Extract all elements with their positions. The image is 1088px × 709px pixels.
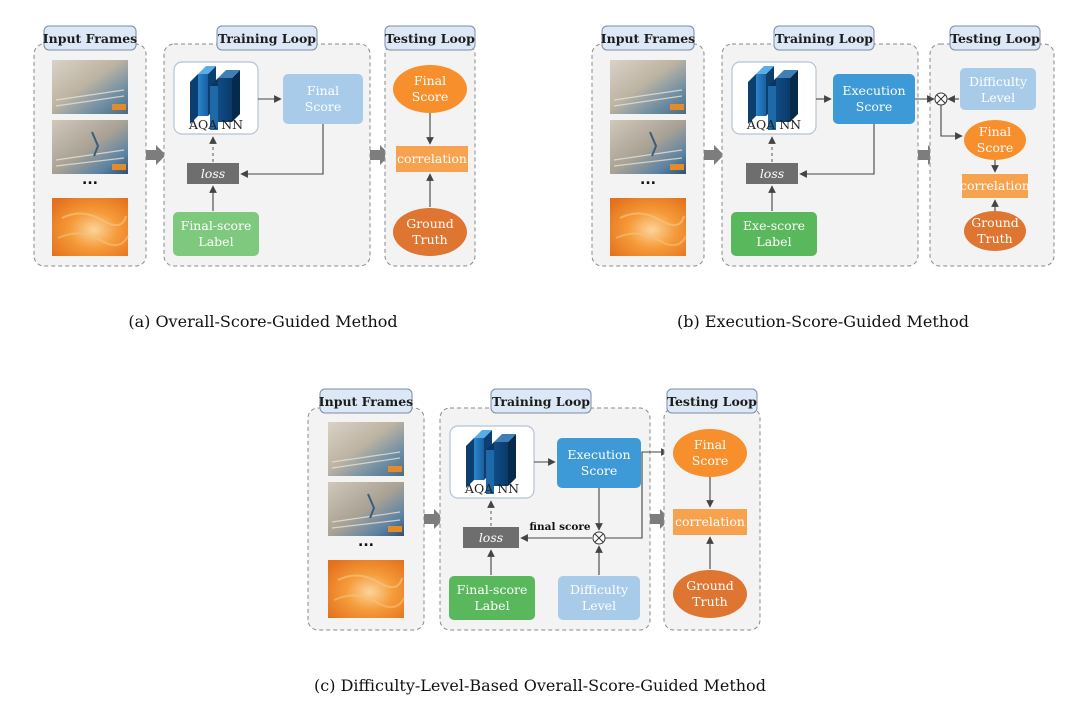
test-final-score <box>673 429 747 477</box>
testing-loop-header <box>949 25 1041 51</box>
aqa-nn-label: AQA NN <box>464 481 519 496</box>
input-frames-header <box>43 25 137 51</box>
multiply-cross <box>594 533 604 543</box>
difficulty-line2: Level <box>582 598 616 613</box>
input-frames-title: Input Frames <box>601 31 695 46</box>
testing-loop-title: Testing Loop <box>950 31 1040 46</box>
caption-b: (b) Execution-Score-Guided Method <box>677 312 969 331</box>
ellipsis: ... <box>640 172 656 188</box>
test-final-score <box>393 65 467 113</box>
label-line1: Final-score <box>457 582 528 597</box>
difficulty-level-box <box>558 576 640 620</box>
input-frames-header <box>319 388 413 414</box>
testing-loop-title: Testing Loop <box>385 31 475 46</box>
input-frames-images <box>327 421 405 619</box>
loss-label: loss <box>479 530 503 545</box>
training-loop-title: Training Loop <box>775 31 873 46</box>
test-final-score <box>964 120 1026 160</box>
testing-loop-header <box>666 388 758 414</box>
ground-truth-line2: Truth <box>977 231 1012 246</box>
test-final-line2: Score <box>412 89 448 104</box>
input-frames-images <box>609 59 687 257</box>
edge-score-to-loss <box>799 124 875 178</box>
label-box <box>173 212 259 256</box>
loss-box <box>746 163 798 184</box>
training-loop-title: Training Loop <box>492 394 590 409</box>
final-score-line1: Final <box>307 83 339 98</box>
exec-score-line2: Score <box>581 463 617 478</box>
training-loop-header <box>490 388 592 414</box>
edge-multiply-to-final <box>940 105 963 140</box>
training-loop-header <box>773 25 875 51</box>
input-frames-header <box>601 25 695 51</box>
difficulty-line1: Difficulty <box>570 582 629 597</box>
multiply-cross <box>936 94 946 104</box>
exec-score-line1: Execution <box>842 83 905 98</box>
correlation-label: correlation <box>960 178 1030 193</box>
exec-score-line1: Execution <box>567 447 630 462</box>
ground-truth <box>393 208 467 256</box>
loss-label: loss <box>760 166 784 181</box>
input-frames-title: Input Frames <box>319 394 413 409</box>
label-line1: Exe-score <box>743 218 805 233</box>
test-final-line2: Score <box>692 453 728 468</box>
difficulty-line1: Difficulty <box>969 74 1028 89</box>
exec-score-line2: Score <box>856 99 892 114</box>
correlation-box <box>396 146 468 172</box>
final-score-line2: Score <box>305 99 341 114</box>
label-line1: Final-score <box>181 218 252 233</box>
aqa-nn-label: AQA NN <box>746 117 801 132</box>
label-line2: Label <box>198 234 233 249</box>
test-final-line2: Score <box>977 140 1013 155</box>
training-loop-header <box>216 25 318 51</box>
ground-truth-line2: Truth <box>412 232 447 247</box>
ground-truth-line1: Ground <box>971 215 1019 230</box>
ellipsis: ... <box>358 534 374 550</box>
label-line2: Label <box>474 598 509 613</box>
ground-truth-line2: Truth <box>692 594 727 609</box>
aqa-nn-label: AQA NN <box>188 117 243 132</box>
loss-label: loss <box>201 166 225 181</box>
final-score-box <box>283 74 363 124</box>
execution-score-box <box>833 74 915 124</box>
ground-truth-line1: Ground <box>686 578 734 593</box>
label-box <box>449 576 535 620</box>
test-final-line1: Final <box>414 73 446 88</box>
difficulty-level-box <box>960 68 1036 110</box>
panel-a: Input Frames ... Training Loop AQA NN Fi… <box>33 25 476 331</box>
execution-score-box <box>557 438 641 488</box>
ground-truth-line1: Ground <box>406 216 454 231</box>
big-right-arrow-icon <box>704 145 724 165</box>
correlation-label: correlation <box>397 151 467 166</box>
panel-c: Input Frames ... Training Loop AQA NN Ex… <box>307 388 766 695</box>
testing-loop-title: Testing Loop <box>667 394 757 409</box>
ground-truth <box>964 211 1026 251</box>
input-frames-title: Input Frames <box>43 31 137 46</box>
loss-box <box>187 163 239 184</box>
final-score-edge-label: final score <box>529 521 591 533</box>
label-line2: Label <box>756 234 791 249</box>
correlation-label: correlation <box>675 514 745 529</box>
difficulty-line2: Level <box>981 90 1015 105</box>
input-frames-images <box>51 59 129 257</box>
test-final-line1: Final <box>979 124 1011 139</box>
caption-a: (a) Overall-Score-Guided Method <box>128 312 397 331</box>
training-loop-title: Training Loop <box>218 31 316 46</box>
loss-box <box>463 527 519 548</box>
testing-loop-header <box>384 25 476 51</box>
ellipsis: ... <box>82 172 98 188</box>
test-final-line1: Final <box>694 437 726 452</box>
big-right-arrow-icon <box>146 145 166 165</box>
caption-c: (c) Difficulty-Level-Based Overall-Score… <box>314 676 766 695</box>
edge-score-to-loss <box>240 124 324 178</box>
correlation-box <box>673 509 747 535</box>
correlation-box <box>962 174 1028 198</box>
label-box <box>731 212 817 256</box>
panel-b: Input Frames ... Training Loop AQA NN Ex… <box>591 25 1055 331</box>
edge-multiply-to-test <box>605 448 669 539</box>
ground-truth <box>673 570 747 618</box>
